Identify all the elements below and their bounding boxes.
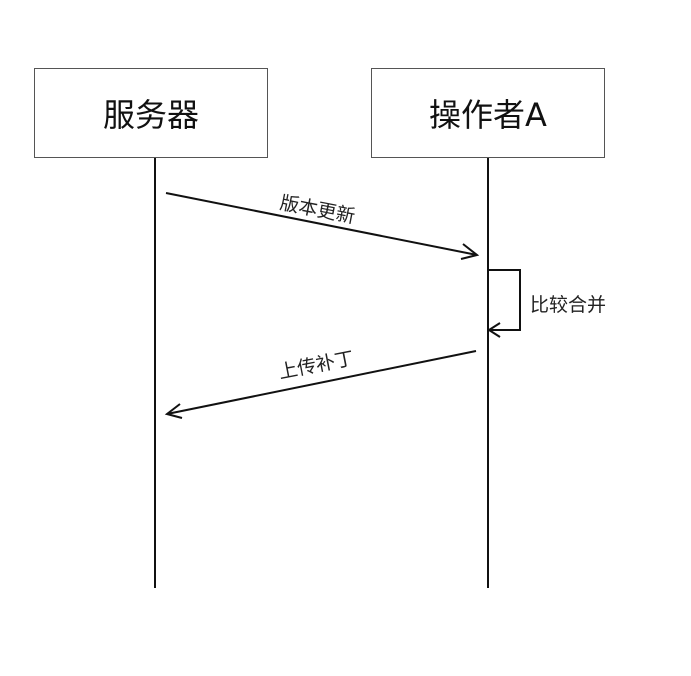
participant-operator-label: 操作者A: [429, 96, 547, 134]
message-label-compare-merge: 比较合并: [530, 294, 607, 316]
participant-operator: 操作者A: [371, 68, 605, 158]
message-arrow-version-update: [165, 192, 480, 260]
message-arrow-upload-patch: [164, 350, 477, 419]
participant-server-label: 服务器: [102, 96, 199, 134]
message-arrow-compare-merge: [487, 269, 521, 338]
participant-server: 服务器: [34, 68, 268, 158]
